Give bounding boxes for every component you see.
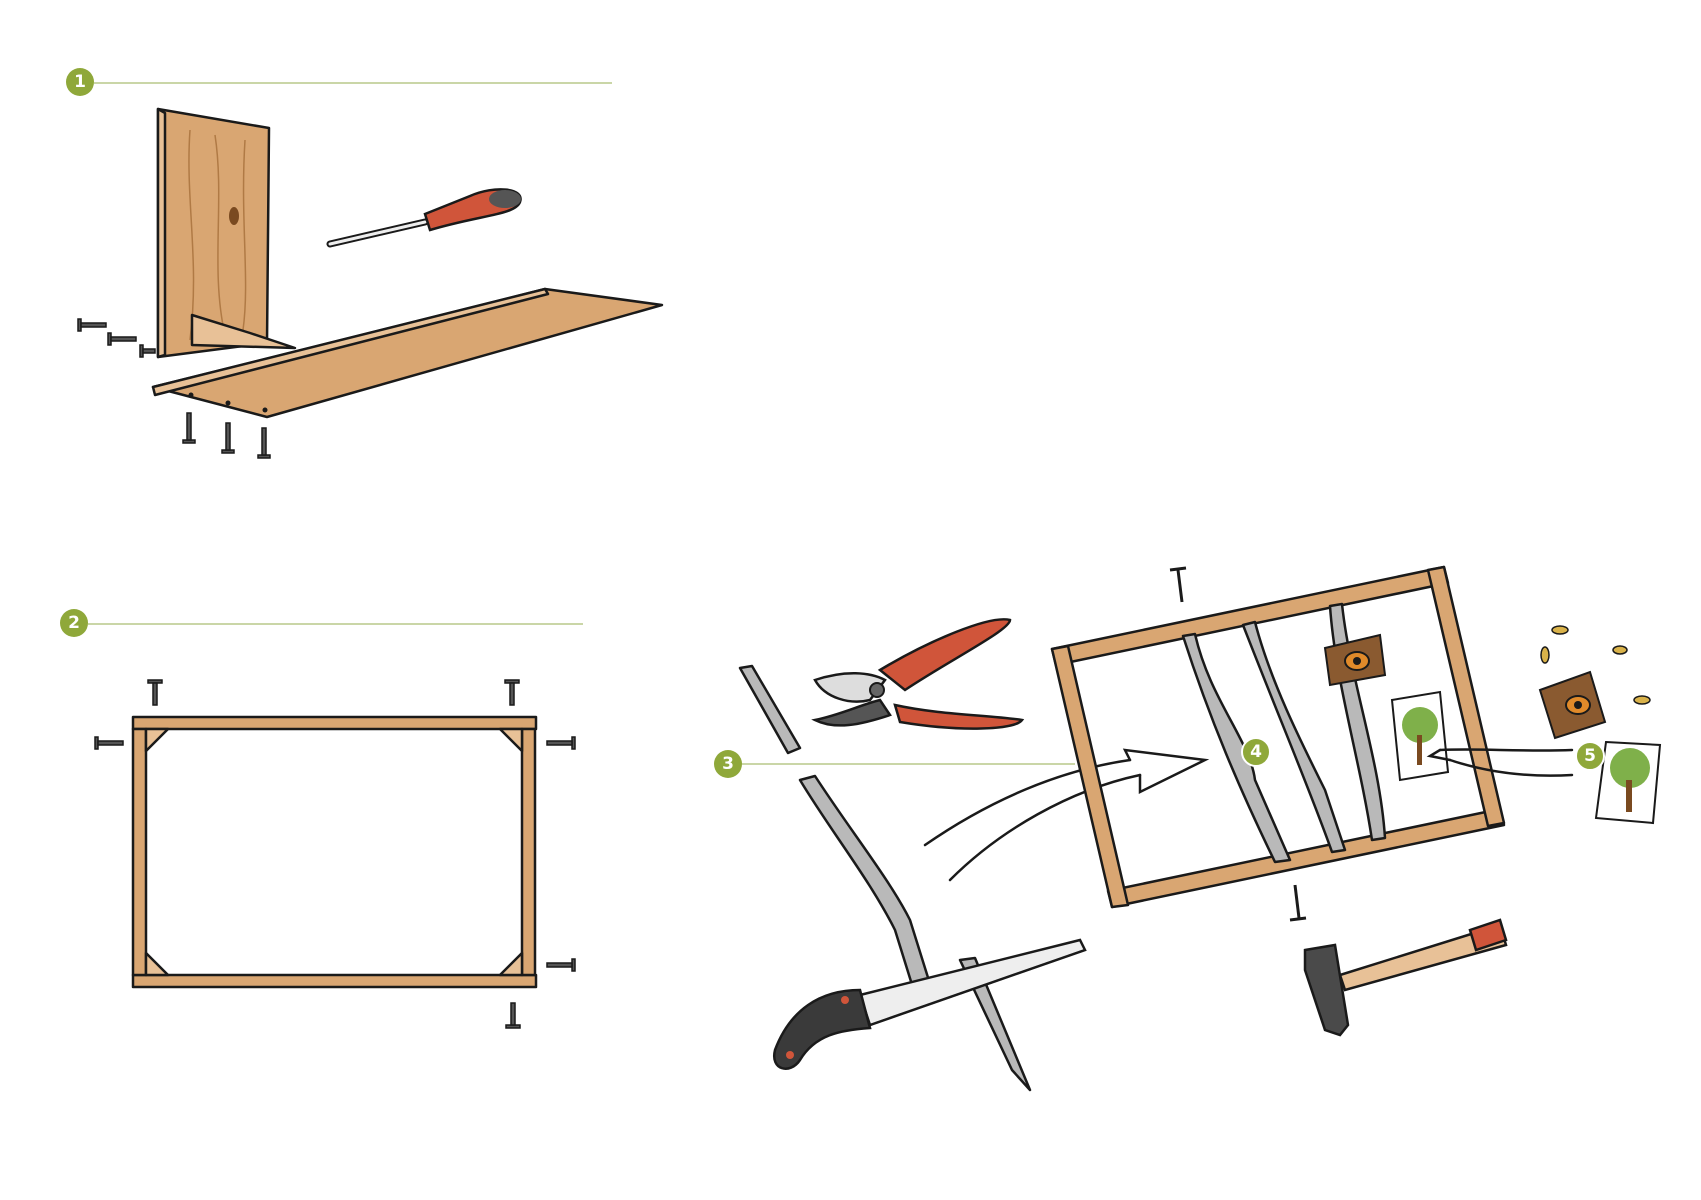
branch-large [798, 774, 937, 1006]
pruning-saw-icon [772, 938, 1087, 1070]
shelf-board [151, 287, 664, 419]
branch-cut-piece [958, 956, 1032, 1092]
arrows-branches-to-frame [923, 748, 1210, 882]
loose-tree-photo [1594, 740, 1662, 825]
step-1: 1 [66, 68, 664, 459]
screwdriver-icon [326, 188, 522, 248]
tilted-frame [1050, 565, 1506, 909]
rectangular-frame [131, 715, 538, 989]
screws-vertical [182, 412, 271, 459]
step-3-number: 3 [722, 754, 734, 774]
vertical-board [156, 107, 271, 359]
step-5-badge [1575, 741, 1605, 771]
pruning-shears-icon [811, 618, 1025, 730]
step-4-number: 4 [1250, 742, 1262, 762]
step-5: 5 [1426, 625, 1662, 825]
step-1-badge [66, 68, 94, 96]
corner-brace [190, 313, 297, 350]
frame-screws [94, 679, 576, 1029]
step-5-number: 5 [1584, 746, 1596, 766]
screws-horizontal [77, 318, 156, 358]
branch-piece-small [738, 664, 802, 755]
eye-photo [1323, 633, 1387, 687]
hammer-icon [1303, 918, 1508, 1037]
step-1-number: 1 [74, 72, 86, 92]
tree-photo [1390, 690, 1450, 782]
step-4: 4 [1050, 565, 1508, 1037]
step-4-badge [1241, 737, 1271, 767]
step-3-badge [714, 750, 742, 778]
step-2: 2 [60, 609, 583, 1029]
step-2-number: 2 [68, 613, 80, 633]
step-2-badge [60, 609, 88, 637]
nails [1169, 566, 1307, 922]
loose-eye-photo [1538, 670, 1607, 740]
arrows-photos-to-frame [1426, 748, 1574, 777]
step-3: 3 [714, 618, 1210, 1092]
thumbtacks [1540, 625, 1651, 705]
